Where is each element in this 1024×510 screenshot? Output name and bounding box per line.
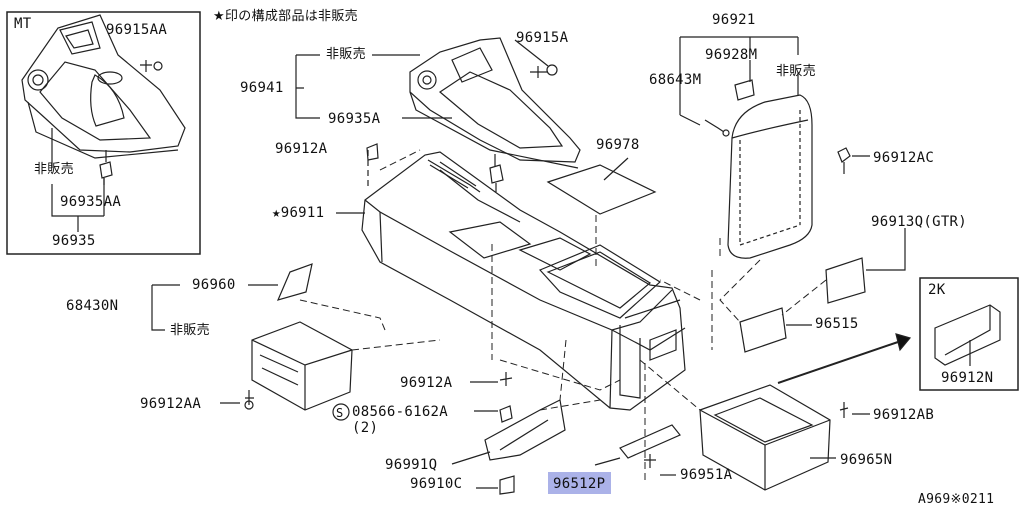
screw-96915A-illustration	[530, 64, 558, 78]
label-68430N[interactable]: 68430N	[66, 298, 119, 314]
label-96928M[interactable]: 96928M	[705, 47, 758, 63]
footer-code: A969※0211	[918, 492, 995, 507]
label-96965N[interactable]: 96965N	[840, 452, 893, 468]
label-96941[interactable]: 96941	[240, 80, 284, 96]
label-96978[interactable]: 96978	[596, 137, 640, 153]
label-96912N[interactable]: 96912N	[941, 370, 994, 386]
label-96515[interactable]: 96515	[815, 316, 859, 332]
switch-96913Q-illustration	[825, 257, 866, 304]
label-96915A[interactable]: 96915A	[516, 30, 569, 46]
k2-inset-title: 2K	[928, 282, 946, 298]
console-top-bezel-illustration	[409, 37, 581, 169]
console-body-illustration	[361, 151, 686, 411]
mt-inset-frame	[6, 11, 201, 255]
bracket-96991Q-illustration	[484, 399, 566, 461]
k2-switch-panel-illustration	[934, 304, 1001, 366]
mt-inset-title: MT	[14, 16, 32, 32]
label-96912AC[interactable]: 96912AC	[873, 150, 935, 166]
label-96912AA[interactable]: 96912AA	[140, 396, 202, 412]
storage-box-68430N-illustration	[251, 321, 353, 411]
label-top-nonsale: 非販売	[326, 47, 366, 62]
label-mt-nonsale: 非販売	[34, 162, 74, 177]
label-96912A-top[interactable]: 96912A	[275, 141, 328, 157]
label-96512P[interactable]: 96512P	[553, 476, 606, 492]
mat-96978-illustration	[546, 164, 657, 215]
label-box-nonsale: 非販売	[170, 323, 210, 338]
label-68643M[interactable]: 68643M	[649, 72, 702, 88]
label-96921[interactable]: 96921	[712, 12, 756, 28]
mt-clip-illustration	[99, 150, 113, 185]
clip-96935A-illustration	[489, 154, 504, 192]
highlighted-part-marker	[548, 472, 611, 494]
label-96915AA[interactable]: 96915AA	[106, 22, 168, 38]
switch-96515-illustration	[739, 307, 787, 353]
label-armrest-nonsale: 非販売	[776, 64, 816, 79]
svg-text:S: S	[336, 406, 343, 420]
label-96910C[interactable]: 96910C	[410, 476, 463, 492]
k2-arrow-line	[777, 341, 899, 384]
plate-96512P-illustration	[619, 424, 681, 459]
label-96991Q[interactable]: 96991Q	[385, 457, 438, 473]
note-text: ★印の構成部品は非販売	[213, 9, 358, 24]
mt-shifter-bezel-illustration	[21, 14, 186, 159]
mt-screw-illustration	[140, 60, 163, 72]
lid-96960-illustration	[276, 263, 313, 301]
label-96935[interactable]: 96935	[52, 233, 96, 249]
armrest-lid-illustration	[727, 94, 813, 259]
k2-inset-frame	[919, 277, 1019, 391]
label-96960[interactable]: 96960	[192, 277, 236, 293]
label-96935AA[interactable]: 96935AA	[60, 194, 122, 210]
lower-tray-96965N-illustration	[699, 384, 831, 491]
label-96913Q[interactable]: 96913Q(GTR)	[871, 214, 968, 230]
label-96935A[interactable]: 96935A	[328, 111, 381, 127]
label-96912AB[interactable]: 96912AB	[873, 407, 935, 423]
label-96912A-mid[interactable]: 96912A	[400, 375, 453, 391]
label-96911[interactable]: ★96911	[272, 205, 325, 221]
label-screw-qty: (2)	[352, 420, 379, 436]
label-screw-code[interactable]: 08566-6162A	[352, 404, 449, 420]
label-96951A[interactable]: 96951A	[680, 467, 733, 483]
